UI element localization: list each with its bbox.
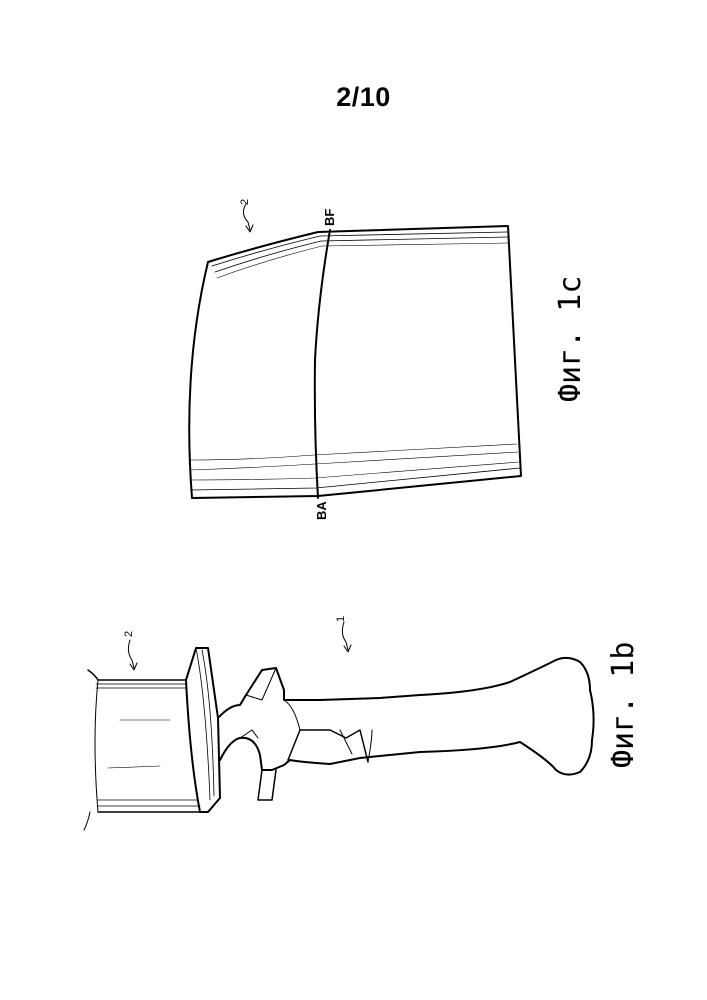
ref-2-leader bbox=[128, 640, 134, 668]
airfoil-panel-outline bbox=[189, 226, 521, 498]
airfoil-top-band-line bbox=[217, 243, 509, 278]
blade-airfoil-hatch bbox=[108, 766, 160, 768]
blade-platform bbox=[186, 648, 220, 812]
figure-1c bbox=[189, 204, 521, 498]
fig-1c-label-bf: BF bbox=[322, 209, 337, 226]
fig-1c-label-ba: BA bbox=[314, 501, 329, 520]
ref-2-leader bbox=[243, 204, 250, 230]
fig-1c-caption: Фиг. 1c bbox=[553, 276, 588, 402]
airfoil-bottom-band-line bbox=[190, 452, 518, 470]
airfoil-bottom-band-line bbox=[190, 444, 517, 460]
blade-airfoil-left-break bbox=[84, 812, 90, 830]
fig-1b-ref-2: 2 bbox=[123, 631, 135, 637]
airfoil-bottom-band-line bbox=[192, 468, 520, 490]
blade-shank-facet bbox=[340, 730, 352, 754]
airfoil-bottom-band-line bbox=[191, 462, 519, 480]
airfoil-chord-line bbox=[315, 230, 330, 498]
blade-shank-facet bbox=[284, 700, 300, 730]
blade-neck-lower bbox=[220, 738, 330, 770]
airfoil-top-band-line bbox=[215, 237, 508, 272]
blade-neck-upper bbox=[218, 668, 320, 718]
blade-platform-inner bbox=[196, 648, 210, 800]
fig-1c-ref-2: 2 bbox=[239, 199, 251, 205]
ref-1-leader bbox=[342, 622, 348, 650]
figure-1b bbox=[84, 622, 594, 830]
blade-shank-facet bbox=[288, 730, 368, 762]
fig-1b-ref-1: 1 bbox=[335, 616, 347, 622]
blade-neck-hook-face bbox=[258, 770, 276, 800]
airfoil-top-band-line bbox=[212, 232, 507, 266]
blade-airfoil-top-edge bbox=[88, 670, 186, 680]
fig-1b-caption: Фиг. 1b bbox=[606, 642, 641, 768]
blade-shank-top bbox=[320, 658, 590, 700]
blade-airfoil-left-cut bbox=[95, 680, 98, 812]
blade-root-end bbox=[590, 690, 594, 740]
blade-neck-hook-face bbox=[240, 730, 258, 738]
